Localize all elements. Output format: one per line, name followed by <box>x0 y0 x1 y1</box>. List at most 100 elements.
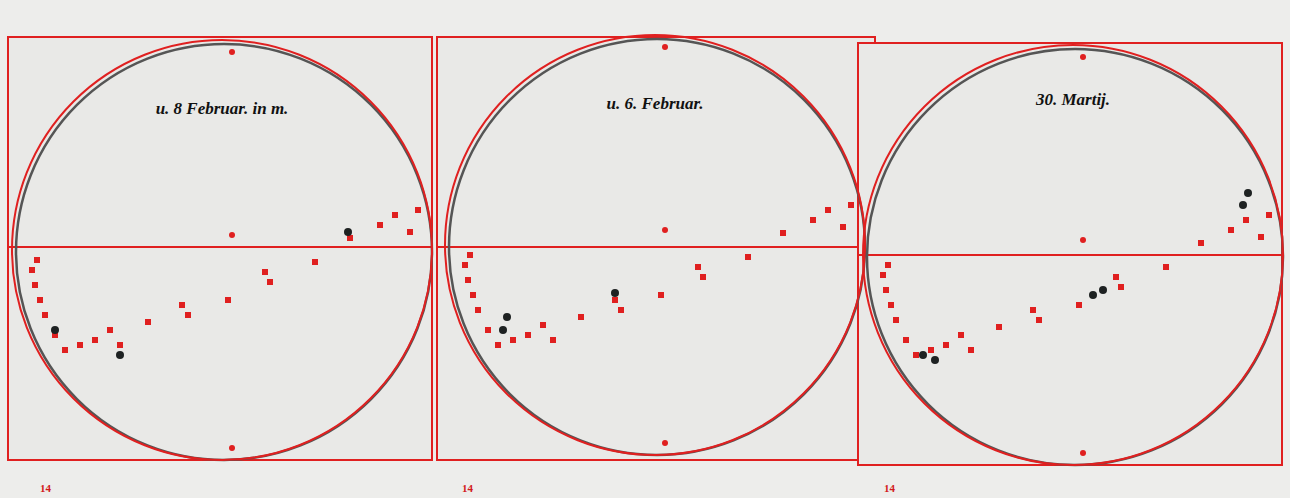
spot-marker <box>262 269 268 275</box>
plate-date: u. 8 Februar. in m. <box>153 98 292 120</box>
spot-marker <box>467 252 473 258</box>
sun-disk: 30. Martij. <box>857 39 1289 471</box>
spot-marker <box>29 267 35 273</box>
spot-marker <box>42 312 48 318</box>
spot-marker <box>1228 227 1234 233</box>
spot-marker <box>550 337 556 343</box>
spot-marker <box>1036 317 1042 323</box>
spot-marker <box>377 222 383 228</box>
spot-marker <box>312 259 318 265</box>
spot-marker <box>470 292 476 298</box>
spot-marker <box>1118 284 1124 290</box>
sun-disk: u. 6. Februar. <box>439 29 871 461</box>
plate-number: 14 <box>40 482 51 494</box>
sunspot <box>1099 286 1107 294</box>
spot-marker <box>958 332 964 338</box>
spot-marker <box>407 229 413 235</box>
spot-marker <box>695 264 701 270</box>
disk-circle <box>863 45 1283 465</box>
axis-marker <box>662 227 668 233</box>
axis-marker <box>662 44 668 50</box>
spot-marker <box>1243 217 1249 223</box>
spot-marker <box>465 277 471 283</box>
spot-marker <box>34 257 40 263</box>
spot-marker <box>540 322 546 328</box>
sunspot <box>503 313 511 321</box>
plate-date: 30. Martij. <box>1033 89 1113 111</box>
spot-marker <box>225 297 231 303</box>
spot-marker <box>179 302 185 308</box>
spot-marker <box>495 342 501 348</box>
axis-marker <box>229 49 235 55</box>
spot-marker <box>77 342 83 348</box>
axis-marker <box>1080 450 1086 456</box>
sunspot <box>919 351 927 359</box>
spot-marker <box>475 307 481 313</box>
sunspot <box>499 326 507 334</box>
spot-marker <box>893 317 899 323</box>
spot-marker <box>913 352 919 358</box>
spot-marker <box>928 347 934 353</box>
sunspot <box>344 228 352 236</box>
plate-panel <box>8 37 432 460</box>
spot-marker <box>92 337 98 343</box>
plate-date: u. 6. Februar. <box>604 93 707 115</box>
sunspot <box>931 356 939 364</box>
plate-panel <box>858 43 1282 465</box>
spot-marker <box>840 224 846 230</box>
spot-marker <box>700 274 706 280</box>
disk-circle <box>445 35 865 455</box>
sunspot <box>1239 201 1247 209</box>
spot-marker <box>745 254 751 260</box>
sunspot <box>116 351 124 359</box>
spot-marker <box>1198 240 1204 246</box>
plate-number: 14 <box>884 482 895 494</box>
spot-marker <box>1113 274 1119 280</box>
plate-number: 14 <box>462 482 473 494</box>
sunspot <box>611 289 619 297</box>
spot-marker <box>267 279 273 285</box>
spot-marker <box>392 212 398 218</box>
sunspot <box>51 326 59 334</box>
spot-marker <box>1163 264 1169 270</box>
limb-line <box>449 39 865 455</box>
spot-marker <box>578 314 584 320</box>
spot-marker <box>883 287 889 293</box>
spot-marker <box>1030 307 1036 313</box>
spot-marker <box>525 332 531 338</box>
equator-line <box>858 254 1282 256</box>
sun-disk: u. 8 Februar. in m. <box>6 34 438 466</box>
panel-frame <box>858 43 1282 465</box>
limb-line <box>16 44 432 460</box>
spot-marker <box>510 337 516 343</box>
spot-marker <box>825 207 831 213</box>
spot-marker <box>885 262 891 268</box>
spot-marker <box>888 302 894 308</box>
spot-marker <box>1266 212 1272 218</box>
equator-line <box>8 246 432 248</box>
spot-marker <box>810 217 816 223</box>
spot-marker <box>107 327 113 333</box>
disk-circle <box>12 40 432 460</box>
spot-marker <box>117 342 123 348</box>
spot-marker <box>848 202 854 208</box>
axis-marker <box>229 232 235 238</box>
spot-marker <box>145 319 151 325</box>
limb-line <box>867 49 1283 465</box>
spot-marker <box>462 262 468 268</box>
spot-marker <box>1076 302 1082 308</box>
axis-marker <box>662 440 668 446</box>
axis-marker <box>229 445 235 451</box>
sunspot <box>1089 291 1097 299</box>
sunspot <box>1244 189 1252 197</box>
equator-line <box>437 246 875 248</box>
spot-marker <box>612 297 618 303</box>
spot-marker <box>996 324 1002 330</box>
spot-marker <box>185 312 191 318</box>
axis-marker <box>1080 54 1086 60</box>
spot-marker <box>415 207 421 213</box>
spot-marker <box>32 282 38 288</box>
